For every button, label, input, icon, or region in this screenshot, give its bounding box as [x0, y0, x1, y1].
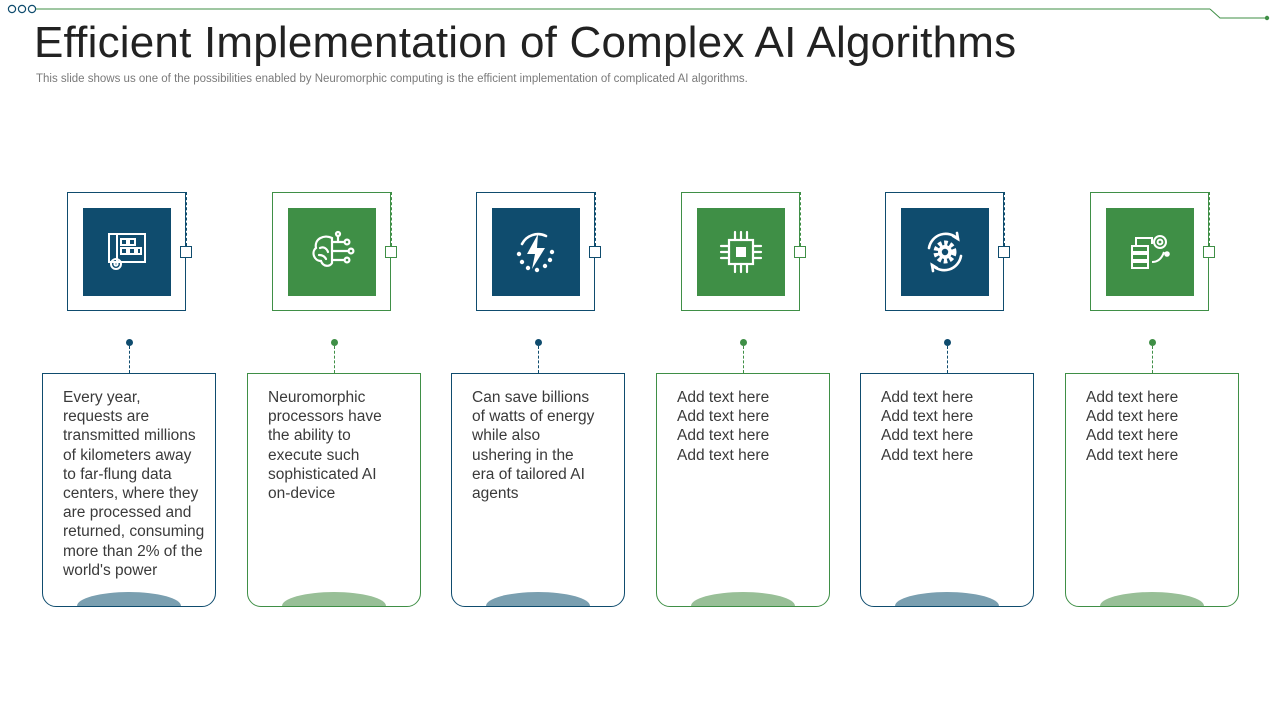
step-column: Add text here Add text here Add text her…: [860, 0, 1034, 720]
step-card: Add text here Add text here Add text her…: [860, 373, 1034, 607]
step-text: Neuromorphic processors have the ability…: [268, 389, 382, 503]
handle-square: [794, 246, 806, 258]
connector-dash: [1170, 192, 1209, 193]
connector-dot: [740, 339, 747, 346]
step-card: Every year, requests are transmitted mil…: [42, 373, 216, 607]
connector-dot: [944, 339, 951, 346]
gear-cycle-icon: [917, 224, 973, 280]
connector-dash: [556, 192, 595, 193]
step-column: Add text here Add text here Add text her…: [1065, 0, 1239, 720]
connector-dash: [391, 192, 392, 246]
step-column: Add text here Add text here Add text her…: [656, 0, 830, 720]
icon-tile: [492, 208, 580, 296]
icon-frame: [476, 192, 595, 311]
connector-dash: [147, 192, 186, 193]
connector-dash: [595, 192, 596, 246]
connector-dot: [535, 339, 542, 346]
connector-dash: [761, 192, 800, 193]
connector-dot: [126, 339, 133, 346]
step-column: Neuromorphic processors have the ability…: [247, 0, 421, 720]
connector-line: [1152, 346, 1153, 373]
icon-frame: [885, 192, 1004, 311]
connector-line: [334, 346, 335, 373]
icon-tile: [83, 208, 171, 296]
slide-title: Efficient Implementation of Complex AI A…: [34, 18, 1017, 67]
connector-line: [129, 346, 130, 373]
connector-dash: [1209, 192, 1210, 246]
handle-square: [998, 246, 1010, 258]
step-text: Every year, requests are transmitted mil…: [63, 389, 205, 579]
connector-line: [538, 346, 539, 373]
card-base-ellipse: [486, 592, 590, 606]
connector-dot: [1149, 339, 1156, 346]
handle-square: [385, 246, 397, 258]
step-card: Can save billions of watts of energy whi…: [451, 373, 625, 607]
processor-chip-icon: [713, 224, 769, 280]
step-card: Neuromorphic processors have the ability…: [247, 373, 421, 607]
brain-circuit-icon: [304, 224, 360, 280]
server-settings-icon: [1122, 224, 1178, 280]
step-text: Can save billions of watts of energy whi…: [472, 389, 595, 503]
card-base-ellipse: [895, 592, 999, 606]
step-column: Every year, requests are transmitted mil…: [42, 0, 216, 720]
card-base-ellipse: [77, 592, 181, 606]
card-base-ellipse: [282, 592, 386, 606]
step-card: Add text here Add text here Add text her…: [1065, 373, 1239, 607]
handle-square: [180, 246, 192, 258]
icon-frame: [272, 192, 391, 311]
icon-tile: [697, 208, 785, 296]
icon-frame: [1090, 192, 1209, 311]
handle-square: [1203, 246, 1215, 258]
step-text: Add text here Add text here Add text her…: [1086, 389, 1179, 464]
step-text: Add text here Add text here Add text her…: [677, 389, 770, 464]
blueprint-gear-icon: [99, 224, 155, 280]
card-base-ellipse: [691, 592, 795, 606]
icon-tile: [901, 208, 989, 296]
connector-dash: [965, 192, 1004, 193]
connector-dash: [1004, 192, 1005, 246]
top-decoration-line: [7, 4, 1270, 21]
slide-subtitle: This slide shows us one of the possibili…: [36, 73, 748, 85]
step-column: Can save billions of watts of energy whi…: [451, 0, 625, 720]
icon-tile: [288, 208, 376, 296]
icon-tile: [1106, 208, 1194, 296]
step-text: Add text here Add text here Add text her…: [881, 389, 974, 464]
card-base-ellipse: [1100, 592, 1204, 606]
step-card: Add text here Add text here Add text her…: [656, 373, 830, 607]
connector-dot: [331, 339, 338, 346]
connector-dash: [352, 192, 391, 193]
connector-dash: [800, 192, 801, 246]
energy-bolt-icon: [508, 224, 564, 280]
connector-line: [947, 346, 948, 373]
connector-line: [743, 346, 744, 373]
icon-frame: [67, 192, 186, 311]
icon-frame: [681, 192, 800, 311]
handle-square: [589, 246, 601, 258]
connector-dash: [186, 192, 187, 246]
